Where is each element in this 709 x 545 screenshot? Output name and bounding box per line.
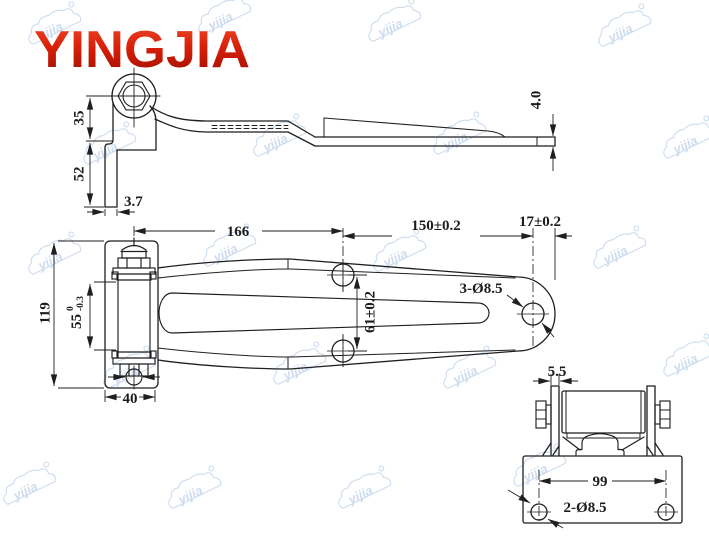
end-view [522,385,683,524]
dim-61: 61±0.2 [362,291,378,333]
strap-inner-contour-bottom [157,347,516,358]
label-2-holes: 2-Ø8.5 [564,500,607,516]
side-view-dimensions [84,95,557,216]
side-view [104,67,556,208]
dim-55-tolerance: 55 0 -0.3 [66,296,86,329]
dim-166: 166 [227,224,250,240]
strap-top-edge [152,107,289,122]
strap-bottom-edge [154,118,289,133]
svg-text:-0.3: -0.3 [76,296,86,311]
pin-bolt-right [654,400,671,429]
strap-outline [157,258,556,370]
dim-17: 17±0.2 [519,214,561,230]
bracket-outline [104,102,157,208]
dim-35: 35 [71,111,87,126]
svg-text:55: 55 [69,314,85,329]
dim-150: 150±0.2 [411,218,460,234]
dim-52: 52 [71,167,87,182]
dim-40: 40 [123,391,138,407]
svg-text:0: 0 [66,306,76,311]
dim-5.5: 5.5 [548,364,567,380]
pin-bolt-left [535,400,552,429]
end-base-plate [522,455,683,524]
strap-inner-contour-top [157,268,516,279]
dim-4.0: 4.0 [528,91,544,110]
embossed-rib-slot [158,292,490,334]
label-3-holes: 3-Ø8.5 [460,281,503,297]
dim-3.7: 3.7 [124,194,143,210]
plan-view-dimensions [50,227,572,402]
mounting-plate [104,240,159,389]
rib-taper-edge [323,117,506,138]
brand-logo: YINGJIA [34,21,250,79]
dim-119: 119 [37,302,53,324]
strap-rib-cross-section [575,433,625,456]
dim-99: 99 [593,474,608,490]
end-view-dimensions [507,374,667,529]
